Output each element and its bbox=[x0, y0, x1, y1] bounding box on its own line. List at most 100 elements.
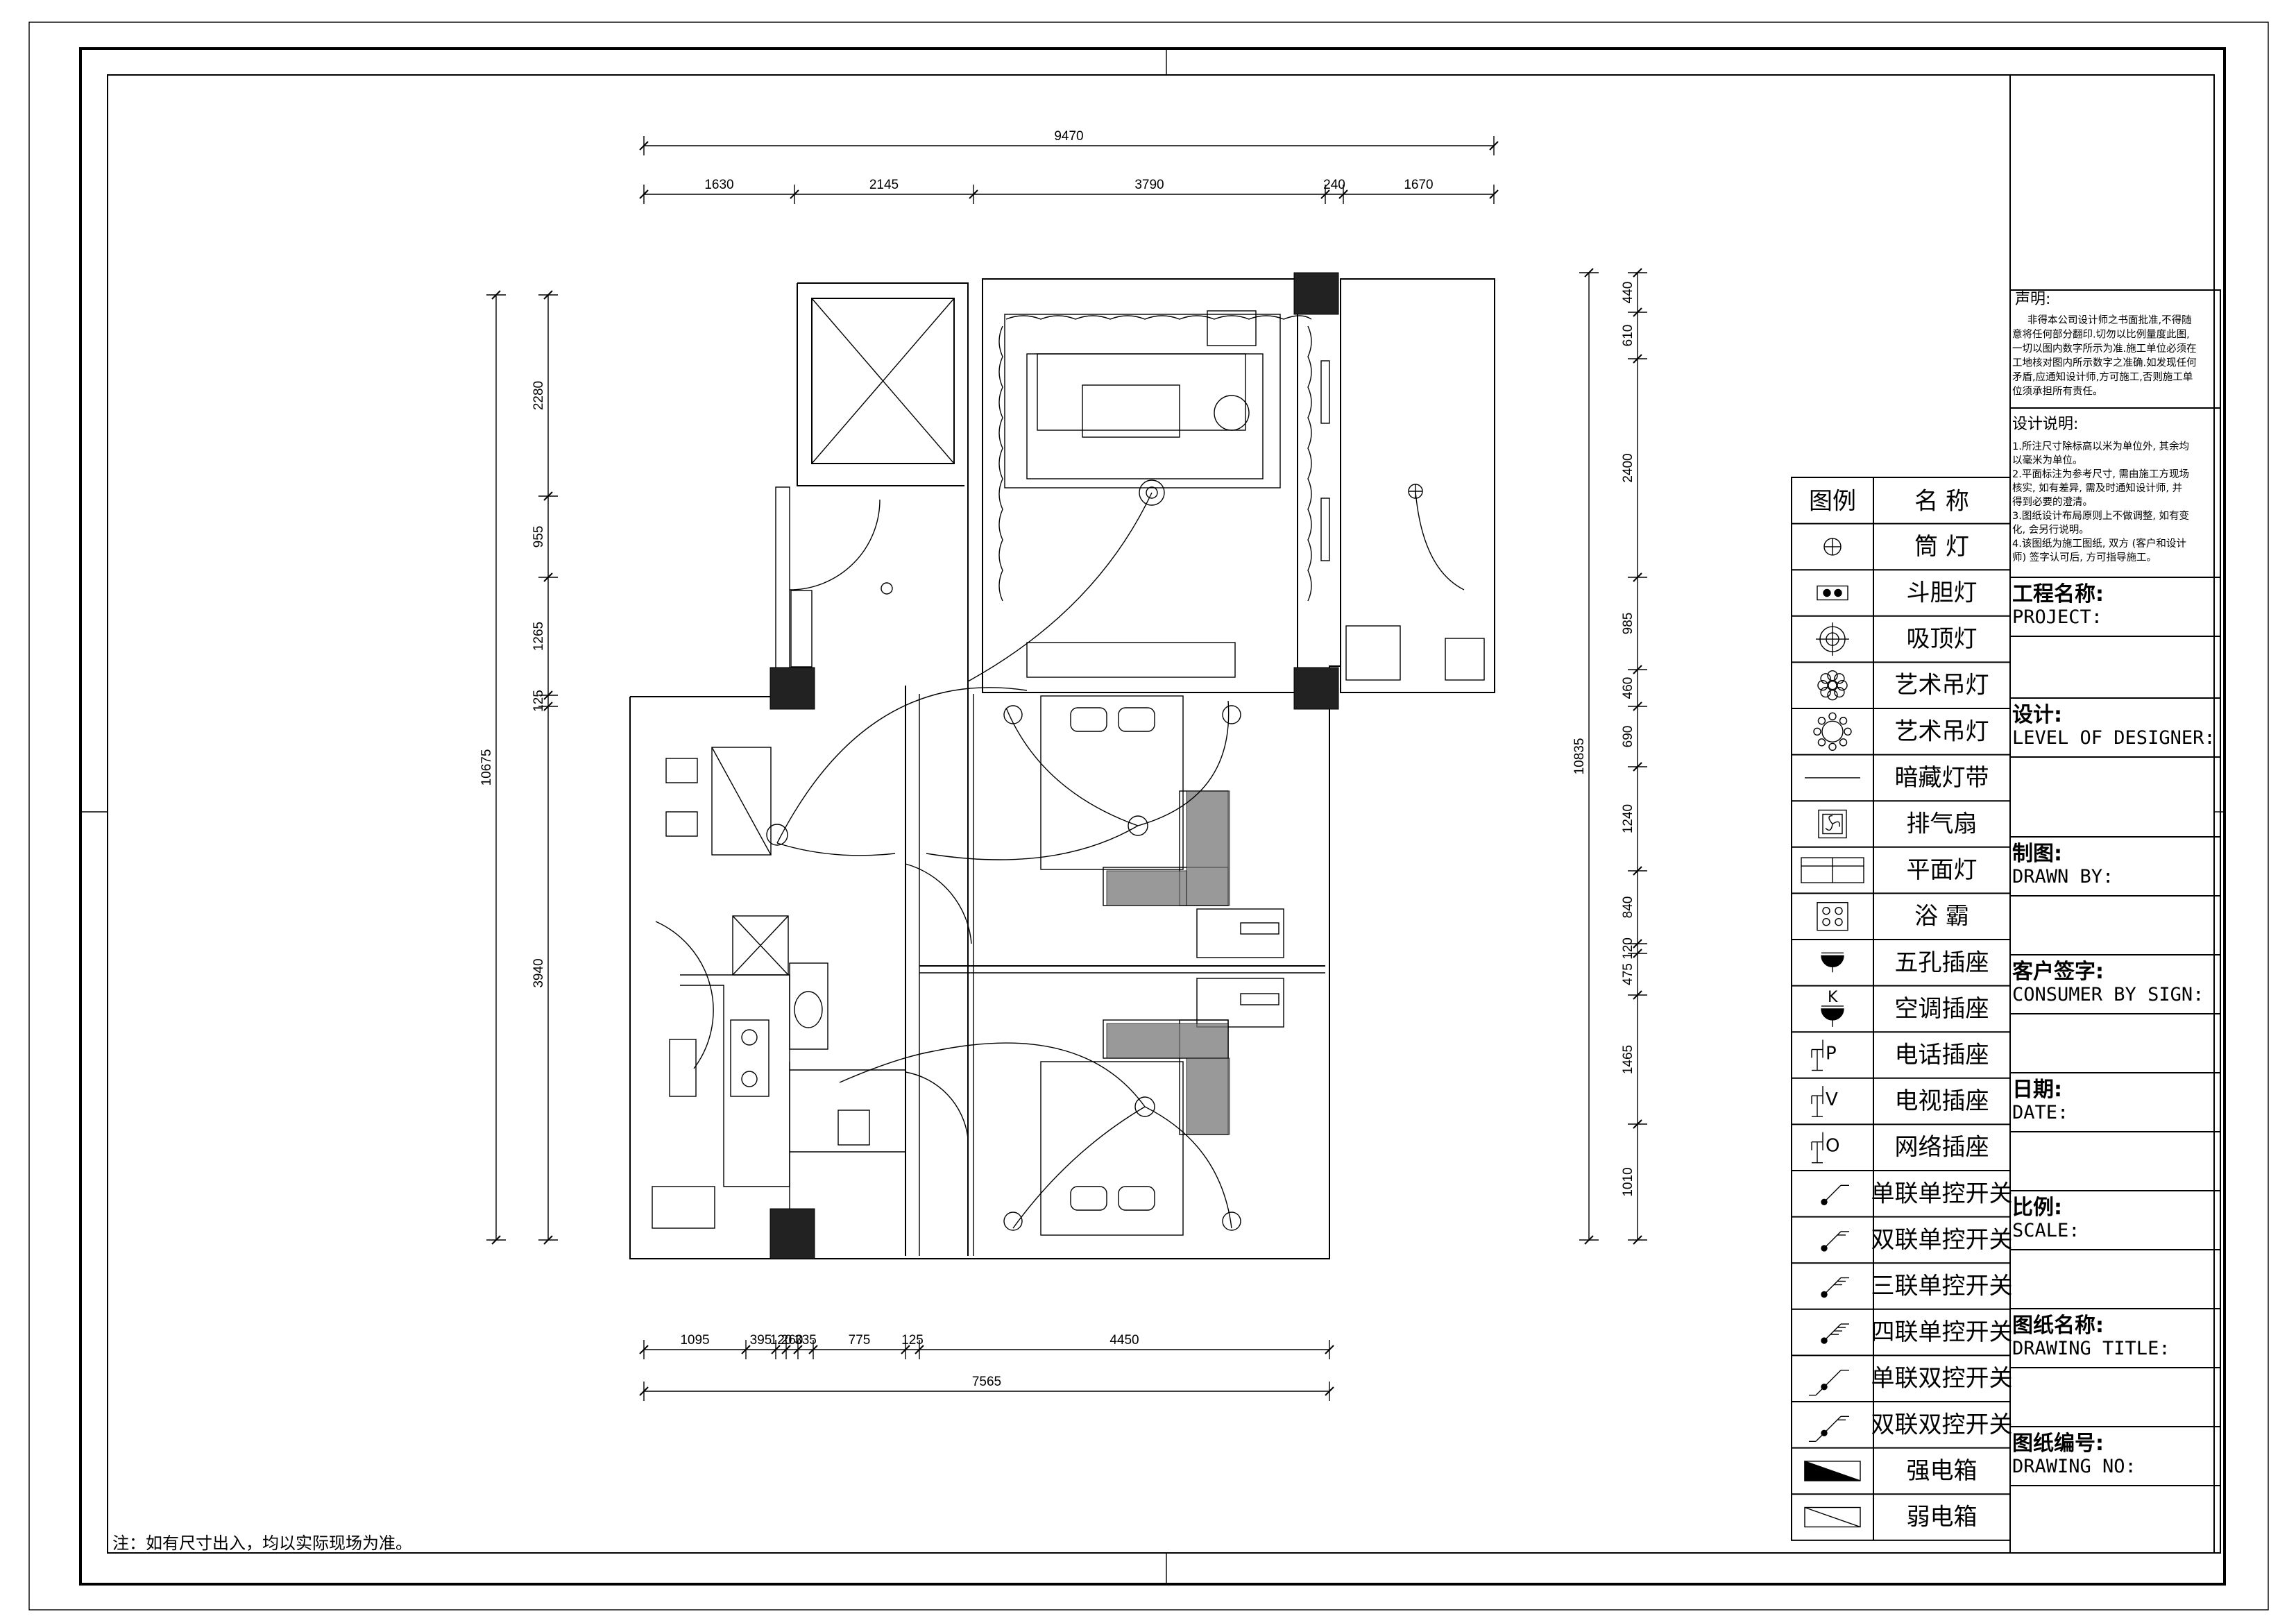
statement-line: 工地核对图内所示数字之准确.如发现任何 bbox=[2012, 357, 2197, 369]
statement-line: 位须承担所有责任。 bbox=[2012, 386, 2103, 398]
tv-socket-icon: V bbox=[1811, 1086, 1838, 1117]
notes-line: 以毫米为单位。 bbox=[2012, 454, 2083, 466]
statement-line: 一切以图内数字所示为准.施工单位必须在 bbox=[2012, 343, 2197, 355]
legend-item-label: 艺术吊灯 bbox=[1895, 717, 1989, 745]
dimension-right-segment: 690 bbox=[1621, 726, 1635, 748]
title-field-label: 图纸编号: bbox=[2012, 1431, 2104, 1456]
notes-line: 得到必要的澄清。 bbox=[2012, 496, 2093, 508]
dimension-left-segment: 955 bbox=[532, 526, 546, 548]
floor-plan bbox=[629, 272, 1495, 1259]
legend-item-label: 弱电箱 bbox=[1907, 1504, 1978, 1531]
dimension-right-segment: 120 bbox=[1621, 937, 1635, 960]
switch-3gang-1way-icon bbox=[1821, 1277, 1849, 1298]
network-socket-letter: O bbox=[1826, 1136, 1839, 1157]
legend-item-label: 强电箱 bbox=[1907, 1457, 1978, 1485]
sheet-frame bbox=[28, 22, 2269, 1611]
legend-item-label: 四联单控开关 bbox=[1871, 1318, 2013, 1346]
dimension-right-segment: 475 bbox=[1621, 963, 1635, 985]
switch-4gang-1way-icon bbox=[1821, 1323, 1849, 1344]
dimension-top-segment: 1670 bbox=[1404, 178, 1433, 192]
dimension-right-segment: 610 bbox=[1621, 325, 1635, 347]
bath-heater-icon bbox=[1817, 901, 1848, 931]
legend-item-label: 空调插座 bbox=[1895, 995, 1989, 1023]
legend-item-label: 网络插座 bbox=[1895, 1134, 1989, 1162]
dimension-bottom-total: 7565 bbox=[972, 1375, 1001, 1389]
dimension-right-total: 10835 bbox=[1572, 738, 1587, 775]
legend-item-label: 单联双控开关 bbox=[1871, 1365, 2013, 1393]
dimension-left-total: 10675 bbox=[479, 749, 494, 786]
dimension-right-segment: 985 bbox=[1621, 613, 1635, 635]
dimension-bottom-segment: 335 bbox=[794, 1333, 817, 1348]
dimension-top-segment: 3790 bbox=[1134, 178, 1164, 192]
legend-item-label: 双联单控开关 bbox=[1871, 1226, 2013, 1254]
dimension-left-segment: 125 bbox=[532, 690, 546, 712]
title-field-label: 制图: bbox=[2012, 842, 2062, 866]
panel-light-icon bbox=[1801, 857, 1864, 883]
ceiling-light-icon bbox=[1816, 622, 1849, 656]
title-field-label-en: CONSUMER BY SIGN: bbox=[2012, 984, 2204, 1005]
phone-socket-letter: P bbox=[1826, 1044, 1837, 1064]
legend-item-label: 电视插座 bbox=[1895, 1087, 1989, 1115]
statement-line: 意将任何部分翻印.切勿以比例量度此图, bbox=[2012, 328, 2190, 341]
phone-socket-icon: P bbox=[1811, 1039, 1837, 1071]
dimension-top-segment: 240 bbox=[1323, 178, 1345, 192]
legend-item-label: 吸顶灯 bbox=[1907, 625, 1978, 653]
title-field-label-en: LEVEL OF DESIGNER: bbox=[2012, 727, 2216, 749]
title-field-label: 工程名称: bbox=[2012, 582, 2104, 606]
power-box-icon bbox=[1804, 1460, 1861, 1481]
statement-line: 非得本公司设计师之书面批准,不得随 bbox=[2027, 314, 2192, 326]
switch-2gang-1way-icon bbox=[1821, 1231, 1849, 1252]
legend-item-label: 暗藏灯带 bbox=[1895, 764, 1989, 792]
title-field-label-en: DRAWN BY: bbox=[2012, 866, 2114, 887]
notes-title: 设计说明: bbox=[2012, 416, 2078, 433]
dimension-right-segment: 840 bbox=[1621, 897, 1635, 919]
notes-line: 化, 会另行说明。 bbox=[2012, 524, 2089, 536]
legend-header-name: 名 称 bbox=[1914, 487, 1969, 515]
dimension-bottom-segment: 395 bbox=[750, 1333, 772, 1348]
dimension-top-total: 9470 bbox=[1054, 129, 1083, 144]
legend-item-label: 筒 灯 bbox=[1914, 533, 1969, 561]
network-socket-icon: O bbox=[1811, 1132, 1839, 1164]
legend-item-label: 平面灯 bbox=[1907, 856, 1978, 884]
title-field-label: 设计: bbox=[2012, 703, 2062, 727]
notes-line: 3.图纸设计布局原则上不做调整, 如有变 bbox=[2012, 510, 2189, 522]
grille-light-icon bbox=[1817, 585, 1848, 601]
switch-2gang-2way-icon bbox=[1809, 1416, 1849, 1443]
dimension-right-segment: 460 bbox=[1621, 677, 1635, 699]
chandelier-large-icon bbox=[1813, 712, 1852, 751]
title-field-label: 比例: bbox=[2012, 1196, 2062, 1220]
notes-line: 1.所注尺寸除标高以米为单位外, 其余均 bbox=[2012, 440, 2189, 452]
title-field-label-en: DRAWING TITLE: bbox=[2012, 1338, 2170, 1359]
legend-item-label: 双联双控开关 bbox=[1871, 1411, 2013, 1438]
dimension-right-segment: 1010 bbox=[1621, 1167, 1635, 1196]
dimension-top-segment: 1630 bbox=[704, 178, 733, 192]
dimension-right-segment: 2400 bbox=[1621, 453, 1635, 482]
switch-1gang-1way-icon bbox=[1821, 1184, 1849, 1206]
statement-line: 矛盾,应通知设计师,方可施工,否则施工单 bbox=[2012, 371, 2193, 383]
legend-item-label: 单联单控开关 bbox=[1871, 1180, 2013, 1207]
notes-line: 4.该图纸为施工图纸, 双方 (客户和设计 bbox=[2012, 538, 2186, 550]
legend-item-label: 五孔插座 bbox=[1895, 949, 1989, 976]
title-field-label-en: DATE: bbox=[2012, 1102, 2068, 1123]
legend-table: 图例名 称筒 灯斗胆灯吸顶灯艺术吊灯艺术吊灯暗藏灯带排气扇平面灯浴 霸五孔插座K… bbox=[1791, 477, 2013, 1541]
dimension-right-segment: 1465 bbox=[1621, 1045, 1635, 1074]
title-field-label: 图纸名称: bbox=[2012, 1314, 2104, 1338]
notes-line: 师) 签字认可后, 方可指导施工。 bbox=[2012, 552, 2157, 563]
dimension-bottom-segment: 1095 bbox=[680, 1333, 709, 1348]
notes-line: 核实, 如有差异, 需及时通知设计师, 并 bbox=[2012, 482, 2182, 494]
dimension-top-segment: 2145 bbox=[869, 178, 899, 192]
dimension-left-segment: 1265 bbox=[532, 622, 546, 651]
downlight-icon bbox=[1823, 538, 1842, 556]
title-field-label: 客户签字: bbox=[2012, 960, 2104, 984]
title-field-label-en: DRAWING NO: bbox=[2012, 1456, 2136, 1477]
dimension-bottom-segment: 125 bbox=[901, 1333, 924, 1348]
legend-item-label: 排气扇 bbox=[1907, 810, 1978, 838]
weak-box-icon bbox=[1804, 1506, 1861, 1528]
dimension-left-segment: 3940 bbox=[532, 958, 546, 987]
ac-socket-letter: K bbox=[1828, 989, 1838, 1006]
legend-item-label: 艺术吊灯 bbox=[1895, 672, 1989, 699]
dimension-left-segment: 2280 bbox=[532, 381, 546, 410]
ac-socket-icon: K bbox=[1821, 989, 1844, 1027]
legend-header-symbol: 图例 bbox=[1809, 487, 1856, 515]
